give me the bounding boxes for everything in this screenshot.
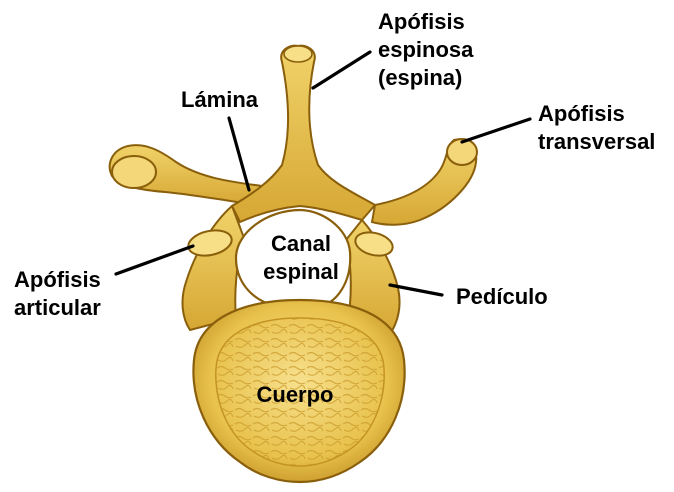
- label-body: Cuerpo: [240, 381, 350, 409]
- label-articular-line-2: articular: [14, 294, 101, 322]
- label-spinal-canal: Canal espinal: [246, 230, 356, 286]
- label-canal-line-1: Canal: [246, 230, 356, 258]
- label-spinous-line-3: (espina): [378, 64, 473, 92]
- label-spinous-line-2: espinosa: [378, 36, 473, 64]
- label-articular-process: Apófisis articular: [14, 266, 101, 322]
- label-lamina-line-1: Lámina: [181, 86, 258, 114]
- spinous-process: [232, 46, 375, 222]
- label-articular-line-1: Apófisis: [14, 266, 101, 294]
- label-transverse-line-1: Apófisis: [538, 100, 655, 128]
- label-transverse-process: Apófisis transversal: [538, 100, 655, 156]
- label-body-line-1: Cuerpo: [240, 381, 350, 409]
- label-pedicle: Pedículo: [456, 283, 548, 311]
- leader-spinous: [313, 52, 370, 88]
- label-canal-line-2: espinal: [246, 258, 356, 286]
- label-transverse-line-2: transversal: [538, 128, 655, 156]
- label-pedicle-line-1: Pedículo: [456, 283, 548, 311]
- leader-transverse: [462, 119, 530, 142]
- leader-articular: [116, 246, 193, 274]
- label-spinous-line-1: Apófisis: [378, 8, 473, 36]
- label-lamina: Lámina: [181, 86, 258, 114]
- label-spinous-process: Apófisis espinosa (espina): [378, 8, 473, 92]
- leader-lamina: [229, 118, 249, 190]
- left-transverse-tip: [112, 156, 156, 188]
- spinous-tip: [284, 46, 312, 62]
